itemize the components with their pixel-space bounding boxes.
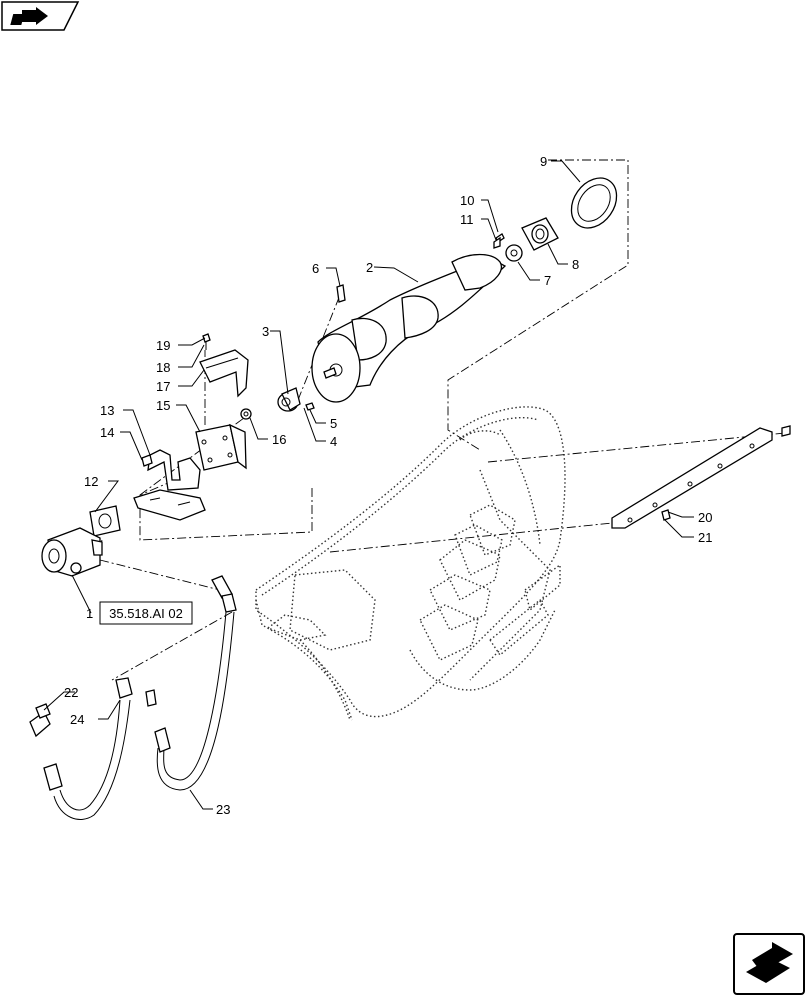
- mount-plate: [195, 423, 247, 471]
- callout-7: 7: [544, 273, 551, 288]
- callout-23: 23: [216, 802, 230, 817]
- reference-box[interactable]: 35.518.AI 02: [99, 601, 193, 625]
- coupling: [277, 387, 301, 412]
- auger-housing: [255, 406, 566, 721]
- gasket: [89, 505, 121, 537]
- callout-9: 9: [540, 154, 547, 169]
- set-screws: [305, 402, 315, 411]
- bearing-flange: [521, 217, 559, 251]
- callout-21: 21: [698, 530, 712, 545]
- callout-18: 18: [156, 360, 170, 375]
- callout-10: 10: [460, 193, 474, 208]
- callout-6: 6: [312, 261, 319, 276]
- callout-24: 24: [70, 712, 84, 727]
- bearing: [505, 244, 523, 262]
- callout-15: 15: [156, 398, 170, 413]
- callout-16: 16: [272, 432, 286, 447]
- fitting: [29, 703, 51, 738]
- bracket-bolt: [141, 454, 153, 467]
- callout-11: 11: [460, 212, 474, 227]
- end-cover: [570, 177, 618, 229]
- short-hose: [43, 677, 133, 820]
- callout-1: 1: [86, 606, 93, 621]
- hydraulic-motor: [41, 527, 103, 577]
- back-page-icon[interactable]: [1, 1, 80, 31]
- nut: [240, 408, 252, 420]
- callout-20: 20: [698, 510, 712, 525]
- flange-bolts: [493, 233, 505, 249]
- callout-3: 3: [262, 324, 269, 339]
- auger: [311, 253, 507, 403]
- callout-22: 22: [64, 685, 78, 700]
- next-page-icon[interactable]: [733, 933, 805, 995]
- key: [336, 284, 346, 303]
- shield: [199, 349, 249, 398]
- motor-bracket: [133, 449, 206, 521]
- callout-2: 2: [366, 260, 373, 275]
- callout-19: 19: [156, 338, 170, 353]
- callout-17: 17: [156, 379, 170, 394]
- reference-label: 35.518.AI 02: [109, 606, 183, 621]
- callout-14: 14: [100, 425, 114, 440]
- callout-4: 4: [330, 434, 337, 449]
- alignment-lines: [94, 159, 786, 681]
- callout-13: 13: [100, 403, 114, 418]
- callout-5: 5: [330, 416, 337, 431]
- support-rail: [611, 425, 791, 529]
- leader-lines: [43, 160, 694, 810]
- shield-fasteners: [202, 333, 211, 350]
- long-hose: [145, 575, 237, 791]
- callout-8: 8: [572, 257, 579, 272]
- callout-12: 12: [84, 474, 98, 489]
